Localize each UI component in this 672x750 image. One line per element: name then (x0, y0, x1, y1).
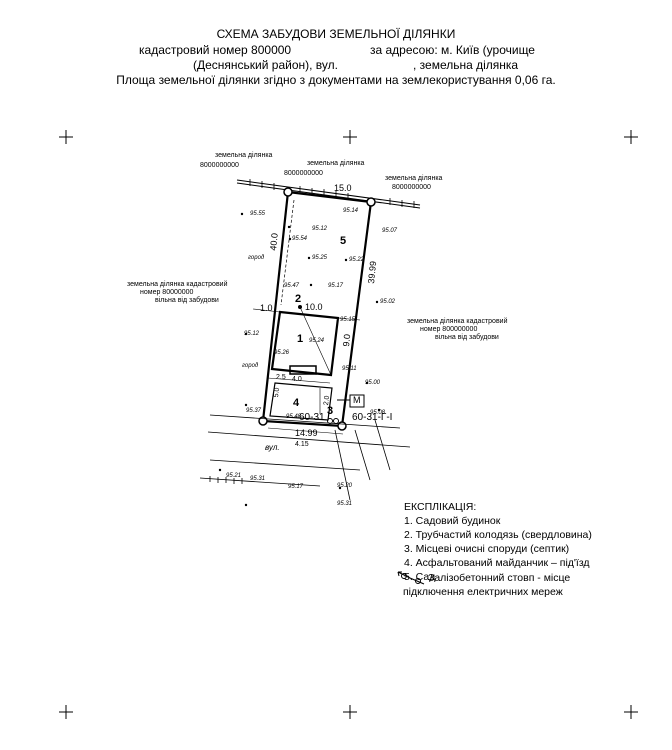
left-parcel-status: вільна від забудови (155, 297, 219, 304)
elevation-mark: 95.55 (250, 211, 266, 217)
neighbor-parcel-label: земельна ділянка (385, 175, 443, 182)
street-label: вул. (265, 443, 280, 452)
left-parcel-label: земельна ділянка кадастровий (127, 281, 228, 288)
garden-label: город (248, 255, 265, 261)
object-number-house: 1 (297, 333, 304, 345)
elevation-mark: 95.54 (292, 236, 308, 242)
elevation-mark: 95.21 (226, 473, 242, 479)
elevation-mark: 95.14 (343, 208, 359, 214)
drawing-title: СХЕМА ЗАБУДОВИ ЗЕМЕЛЬНОЇ ДІЛЯНКИ (216, 27, 456, 41)
legend-pole-text-2: підключення електричних мереж (403, 586, 563, 598)
legend-item-driveway: 4. Асфальтований майданчик – під'їзд (404, 557, 590, 569)
elevation-mark: 95.08 (370, 410, 386, 416)
neighbor-parcel-number: 8000000000 (200, 162, 239, 169)
legend-item-house: 1. Садовий будинок (404, 515, 501, 527)
dimension-house-side: 9.0 (341, 333, 353, 348)
legend: ЕКСПЛІКАЦІЯ: 1. Садовий будинок 2. Трубч… (404, 500, 592, 584)
registration-marks (59, 130, 638, 719)
pole-label-right: 60-31-Г-I (352, 412, 393, 423)
elevation-mark: 95.20 (337, 483, 353, 489)
elevation-mark: 95.12 (244, 331, 260, 337)
right-parcel-number: номер 800000000 (420, 326, 478, 333)
address-label: за адресою: м. Київ (урочище (370, 43, 535, 57)
cadastral-number-label: кадастровий номер 800000 (139, 43, 292, 57)
legend-item-septic: 3. Місцеві очисні споруди (септик) (404, 543, 570, 555)
elevation-mark: 95.11 (342, 366, 357, 372)
m-label: М (353, 395, 361, 405)
elevation-mark: 95.02 (380, 299, 396, 305)
neighbor-parcel-label: земельна ділянка (215, 152, 273, 159)
legend-item-well: 2. Трубчастий колодязь (свердловина) (404, 529, 592, 541)
dimension-bottom: 14.99 (295, 428, 318, 438)
elevation-mark: 95.47 (284, 283, 300, 289)
elevation-mark: 95.31 (250, 476, 266, 482)
elevation-mark: 95.22 (349, 257, 365, 263)
legend-item-garden: 5. Сад (404, 571, 436, 583)
garden-label: город (242, 363, 259, 369)
dimension-415: 4.15 (295, 441, 309, 448)
parcel-label: , земельна ділянка (413, 58, 519, 72)
dimension-40: 4.0 (292, 376, 302, 383)
neighbor-parcel-number: 8000000000 (392, 184, 431, 191)
pole-symbol (397, 571, 425, 585)
elevation-mark: 95.17 (328, 283, 344, 289)
object-number-garden: 5 (340, 235, 347, 247)
left-parcel-number: номер 80000000 (140, 289, 194, 296)
porch (289, 365, 317, 375)
object-number-well: 2 (295, 293, 302, 305)
right-parcel-status: вільна від забудови (435, 334, 499, 341)
elevation-mark: 95.12 (312, 226, 328, 232)
elevation-mark: 95.24 (309, 338, 325, 344)
neighbor-parcel-number: 8000000000 (284, 170, 323, 177)
dimension-50: 5.0 (273, 387, 281, 398)
elevation-mark: 95.25 (312, 255, 328, 261)
dimension-house-width: 10.0 (305, 302, 323, 312)
dimension-offset-left: 1.0 (260, 303, 273, 313)
elevation-mark: 95.31 (337, 501, 353, 507)
elevation-mark: 95.15 (340, 317, 356, 323)
legend-title: ЕКСПЛІКАЦІЯ: (404, 501, 477, 513)
neighbor-parcel-label: земельна ділянка (307, 160, 365, 167)
elevation-mark: 95.26 (274, 350, 290, 356)
elevation-mark: 95.48 (286, 414, 302, 420)
area-statement: Площа земельної ділянки згідно з докумен… (116, 73, 556, 87)
object-number-driveway: 4 (293, 397, 300, 409)
elevation-mark: 95.00 (365, 380, 381, 386)
legend-pole-text: Залізобетонний стовп - місце (428, 572, 571, 584)
elevation-mark: 95.07 (382, 228, 398, 234)
dimension-left: 40.0 (268, 232, 280, 252)
elevation-mark: 95.37 (246, 408, 262, 414)
elevation-mark: 95.17 (288, 484, 304, 490)
right-parcel-label: земельна ділянка кадастровий (407, 318, 508, 325)
dimension-25: 2.5 (276, 374, 286, 381)
pole-label-left: 60-31 (299, 412, 325, 423)
object-number-septic: 3 (327, 405, 334, 417)
district-label: (Деснянський район), вул. (193, 58, 338, 72)
dimension-top: 15.0 (334, 183, 352, 193)
